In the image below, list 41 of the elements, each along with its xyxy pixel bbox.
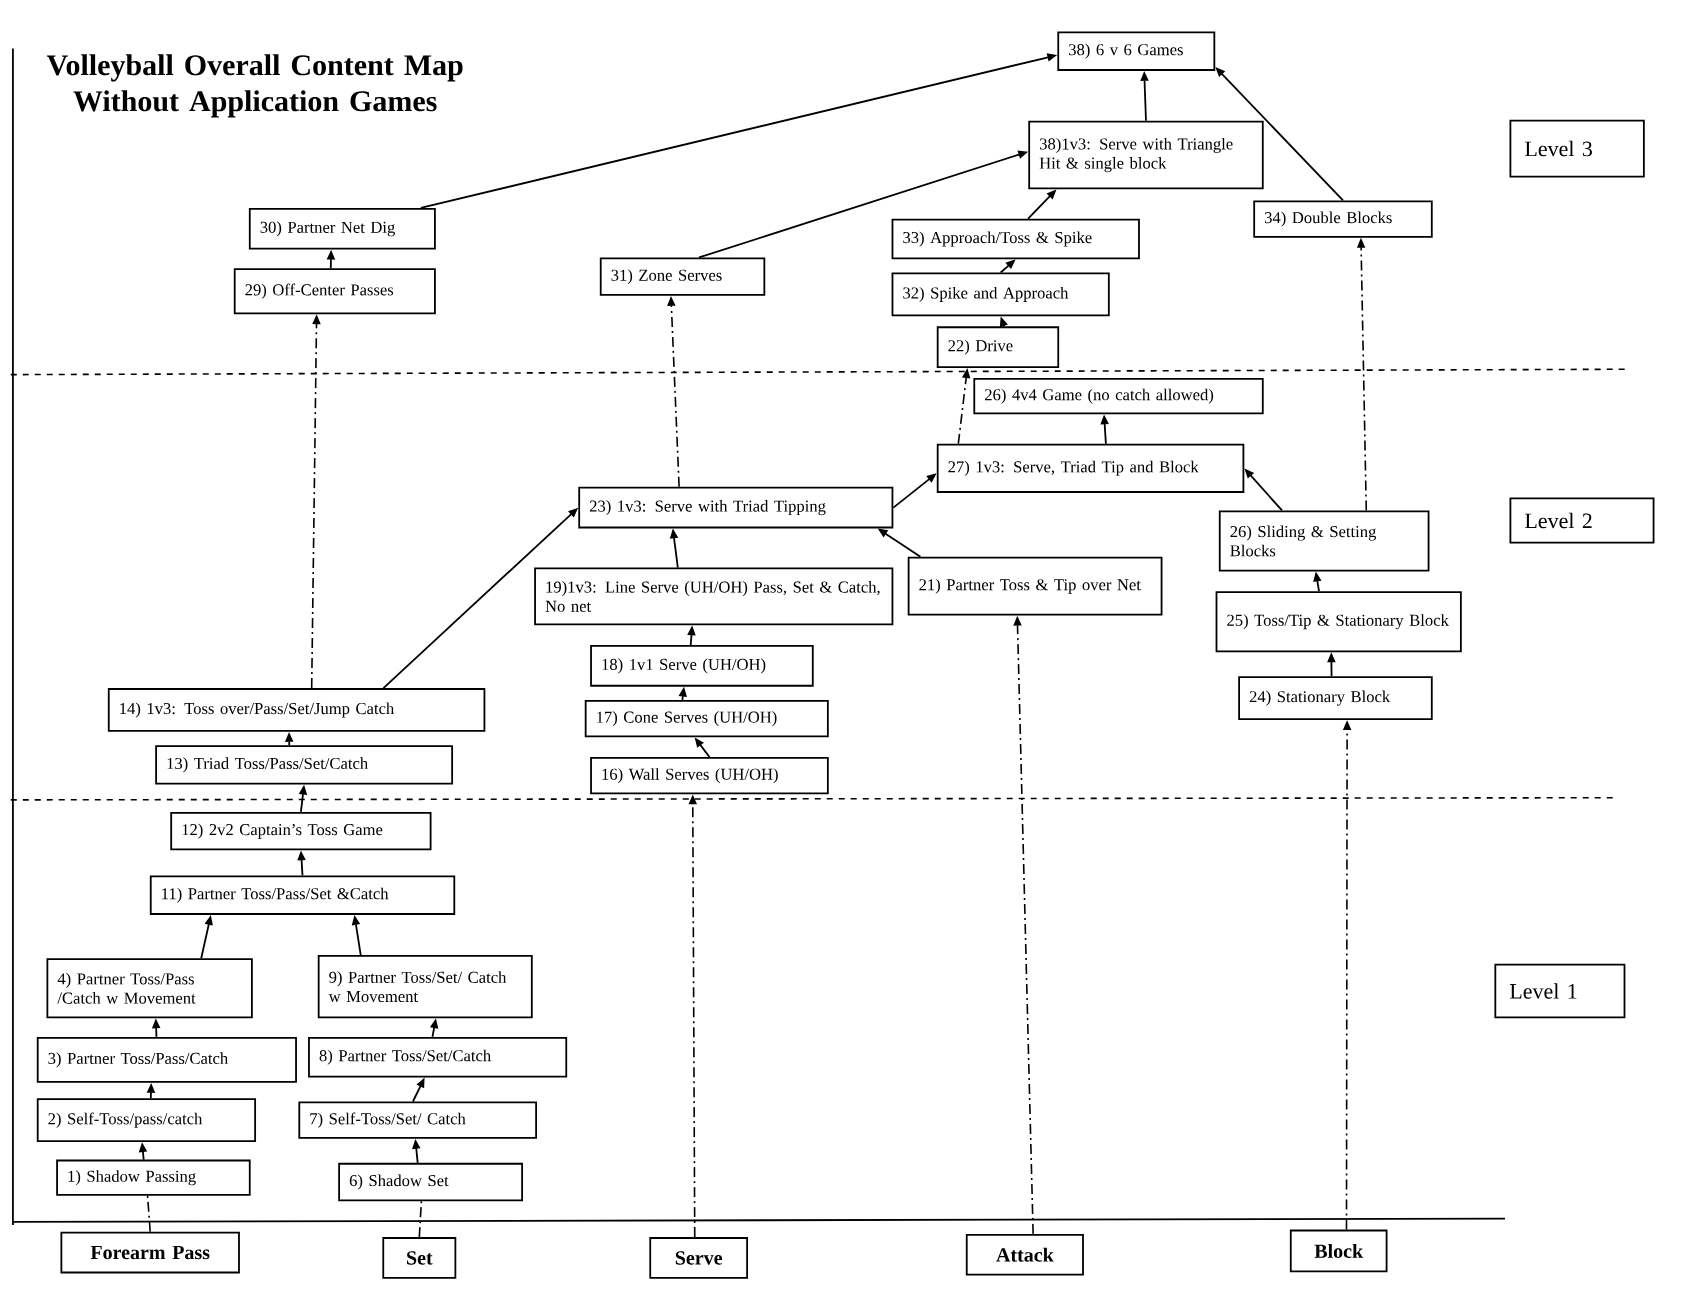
activity-box: 25) Toss/Tip & Stationary Block: [1215, 591, 1462, 653]
level-box: Level 3: [1509, 119, 1645, 178]
activity-box: 34) Double Blocks: [1253, 200, 1433, 238]
activity-box: 30) Partner Net Dig: [248, 207, 436, 250]
activity-box: 9) Partner Toss/Set/ Catch w Movement: [317, 955, 533, 1019]
activity-box: 24) Stationary Block: [1238, 676, 1433, 720]
activity-box: 32) Spike and Approach: [891, 272, 1110, 317]
activity-box: 31) Zone Serves: [599, 257, 766, 296]
activity-box: 19)1v3: Line Serve (UH/OH) Pass, Set & Catch, No net: [534, 567, 894, 626]
activity-box: 18) 1v1 Serve (UH/OH): [590, 645, 814, 687]
category-box: Set: [382, 1237, 457, 1279]
activity-box: 2) Self-Toss/pass/catch: [36, 1098, 257, 1143]
activity-box: 6) Shadow Set: [338, 1162, 523, 1202]
activity-box: 11) Partner Toss/Pass/Set &Catch: [149, 875, 456, 915]
activity-box: 38) 6 v 6 Games: [1057, 31, 1216, 71]
activity-box: 23) 1v3: Serve with Triad Tipping: [578, 486, 894, 529]
level-box: Level 2: [1509, 497, 1655, 544]
activity-box: 4) Partner Toss/Pass /Catch w Movement: [46, 958, 253, 1019]
activity-box: 12) 2v2 Captain’s Toss Game: [170, 811, 432, 851]
category-box: Serve: [649, 1237, 748, 1279]
activity-box: 26) 4v4 Game (no catch allowed): [973, 378, 1264, 415]
level-box: Level 1: [1494, 963, 1626, 1019]
activity-box: 17) Cone Serves (UH/OH): [584, 699, 829, 738]
activity-box: 14) 1v3: Toss over/Pass/Set/Jump Catch: [107, 688, 486, 732]
activity-box: 3) Partner Toss/Pass/Catch: [36, 1036, 297, 1083]
activity-box: 22) Drive: [936, 326, 1060, 368]
activity-box: 13) Triad Toss/Pass/Set/Catch: [155, 745, 454, 785]
category-box: Forearm Pass: [60, 1231, 240, 1274]
category-box: Attack: [965, 1233, 1084, 1276]
activity-box: 16) Wall Serves (UH/OH): [590, 757, 829, 795]
activity-box: 38)1v3: Serve with Triangle Hit & single block: [1028, 120, 1264, 190]
activity-box: 8) Partner Toss/Set/Catch: [308, 1036, 568, 1078]
activity-box: 21) Partner Toss & Tip over Net: [907, 556, 1163, 616]
activity-box: 29) Off-Center Passes: [233, 268, 436, 315]
title: Volleyball Overall Content Map Without Application Games: [46, 54, 463, 118]
activity-box: 1) Shadow Passing: [56, 1159, 251, 1196]
activity-box: 26) Sliding & Setting Blocks: [1218, 510, 1430, 572]
category-box: Block: [1289, 1229, 1388, 1273]
activity-box: 7) Self-Toss/Set/ Catch: [298, 1101, 537, 1139]
activity-box: 27) 1v3: Serve, Triad Tip and Block: [936, 443, 1245, 493]
activity-box: 33) Approach/Toss & Spike: [891, 218, 1140, 260]
